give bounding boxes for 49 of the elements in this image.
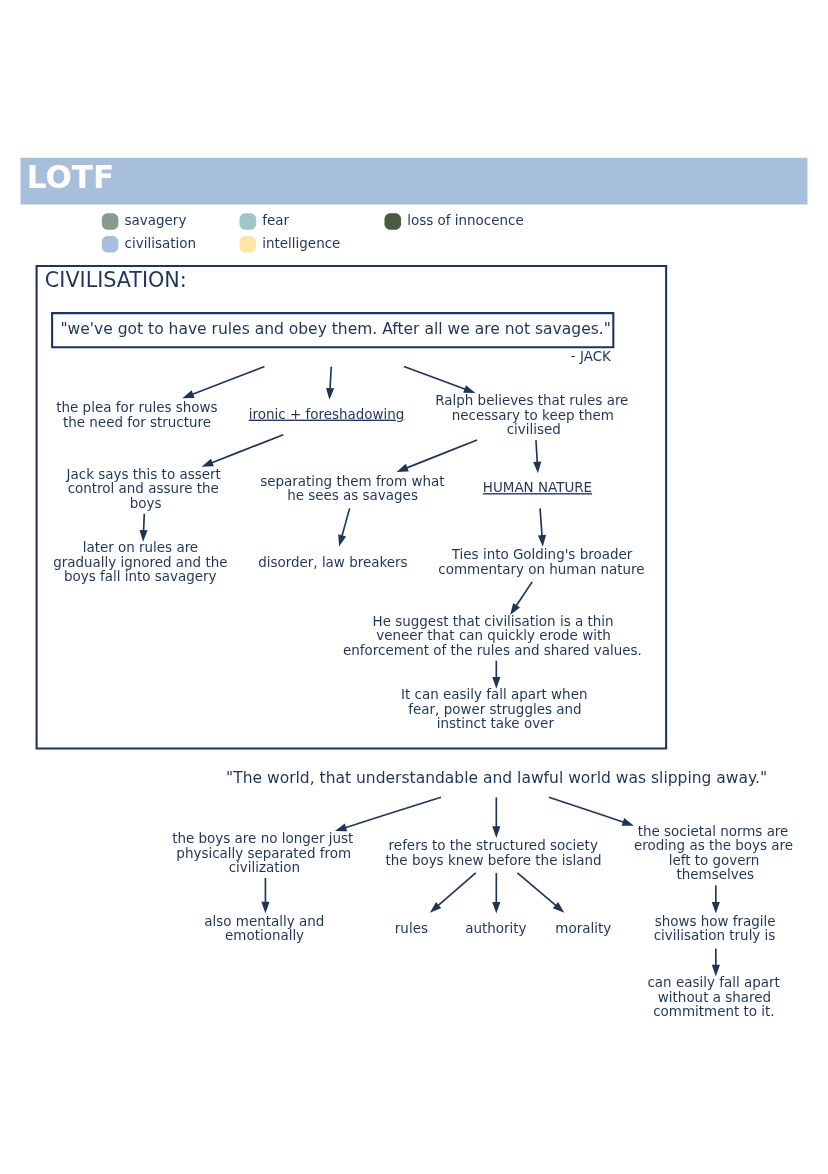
- arrow: [334, 795, 442, 831]
- node-text: also mentally and emotionally: [204, 913, 325, 943]
- legend-label: civilisation: [124, 235, 196, 251]
- node-text: ironic + foreshadowing: [248, 406, 405, 422]
- legend-label: fear: [262, 212, 290, 228]
- node-label: - JACK: [570, 348, 611, 364]
- diagram-title: LOTF: [26, 158, 115, 195]
- arrow: [261, 876, 270, 913]
- arrow: [396, 438, 478, 472]
- arrow: [139, 512, 148, 542]
- node-text: rules: [394, 920, 428, 936]
- node-text: separating them from what he sees as savages: [260, 473, 445, 503]
- node-text: Jack says this to assert control and assure the boys: [66, 466, 221, 511]
- node-text: morality: [555, 920, 612, 936]
- arrow: [516, 871, 565, 913]
- arrow: [338, 507, 351, 547]
- legend-label: savagery: [124, 212, 187, 228]
- arrow: [201, 433, 285, 467]
- node-text: It can easily fall apart when fear, power struggles and instinct take over: [401, 686, 588, 731]
- arrow: [492, 659, 501, 689]
- node-text: the plea for rules shows the need for structure: [56, 399, 218, 430]
- node-text: authority: [465, 920, 527, 936]
- arrow: [533, 438, 542, 473]
- arrow: [403, 365, 476, 393]
- node-text: Ralph believes that rules are necessary to keep them civilised: [435, 392, 629, 437]
- node-text: Ties into Golding's broader commentary on human nature: [438, 546, 645, 577]
- node-text: refers to the structured society the boys knew before the island: [385, 837, 602, 868]
- node-text: He suggest that civilisation is a thin veneer that can quickly erode with enforcement of the rules and shared values.: [343, 613, 642, 658]
- node-text: shows how fragile civilisation truly is: [653, 913, 776, 943]
- node-text: later on rules are gradually ignored and the boys fall into savagery: [53, 539, 228, 584]
- node-text: can easily fall apart without a shared commitment to it.: [647, 974, 780, 1019]
- arrow: [429, 871, 477, 913]
- arrow: [510, 580, 533, 615]
- arrow: [548, 795, 634, 826]
- node-text: "The world, that understandable and lawful world was slipping away.": [226, 768, 768, 787]
- arrow: [492, 871, 501, 914]
- node-text: HUMAN NATURE: [482, 479, 593, 495]
- arrow: [492, 796, 501, 838]
- legend-label: intelligence: [262, 235, 341, 251]
- node-text: disorder, law breakers: [258, 554, 408, 570]
- node-box: "we've got to have rules and obey them. After all we are not savages.": [51, 311, 615, 348]
- arrow: [711, 947, 720, 976]
- node-text: the societal norms are eroding as the boys are left to govern themselves: [634, 823, 794, 882]
- arrow: [326, 365, 335, 400]
- legend-label: loss of innocence: [407, 212, 524, 228]
- arrow: [537, 507, 547, 547]
- node-text: the boys are no longer just physically separated from civilization: [172, 830, 354, 875]
- arrow: [711, 884, 720, 914]
- arrow: [182, 365, 266, 398]
